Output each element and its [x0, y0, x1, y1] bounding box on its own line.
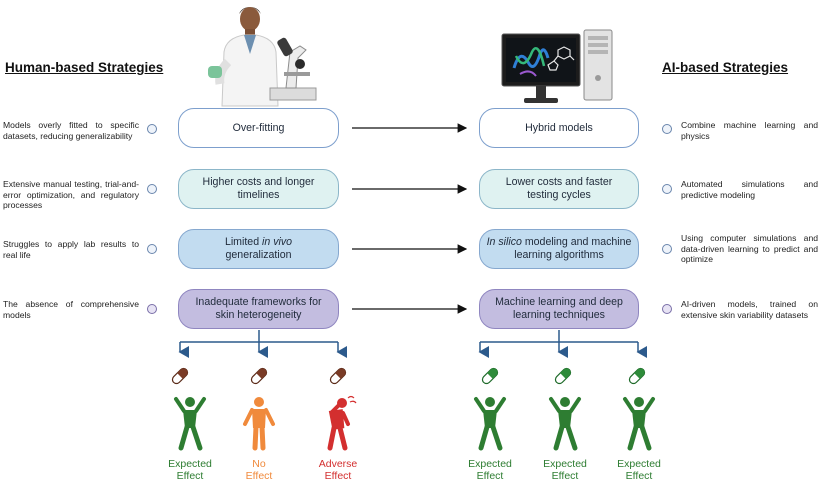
happy-person-icon — [174, 397, 206, 451]
happy-person-icon — [623, 397, 655, 451]
ai-description-3: Using computer simulations and data-driv… — [681, 233, 818, 264]
box-text: Hybrid models — [525, 121, 593, 134]
effect-label-no: No Effect — [229, 458, 289, 482]
effect-line: Adverse — [318, 458, 358, 470]
effect-line: Effect — [476, 470, 504, 482]
effect-line: Expected — [468, 458, 512, 470]
deep-learning-box: Machine learning and deep learning techn… — [479, 289, 639, 329]
lower-costs-box: Lower costs and faster testing cycles — [479, 169, 639, 209]
box-text: modeling and machine learning algorithms — [514, 236, 632, 261]
higher-costs-box: Higher costs and longer timelines — [178, 169, 339, 209]
human-description-3: Struggles to apply lab results to real l… — [3, 239, 139, 260]
box-text: Limited — [224, 236, 263, 248]
box-text: Inadequate frameworks for skin heterogen… — [195, 296, 322, 321]
effect-line: Effect — [176, 470, 204, 482]
human-description-2: Extensive manual testing, trial-and-erro… — [3, 179, 139, 210]
brown-capsule-icon — [329, 367, 347, 385]
effect-line: No — [252, 458, 266, 470]
hybrid-models-box: Hybrid models — [479, 108, 639, 148]
effect-line: Effect — [324, 470, 352, 482]
brown-capsule-icon — [171, 367, 189, 385]
effect-line: Expected — [617, 458, 661, 470]
box-text: Lower costs and faster testing cycles — [505, 176, 613, 201]
bullet-circle — [147, 124, 157, 134]
ai-strategies-heading: AI-based Strategies — [662, 60, 789, 75]
box-text: Higher costs and longer timelines — [202, 176, 315, 201]
box-text: Machine learning and deep learning techn… — [495, 296, 623, 321]
bullet-circle — [662, 244, 672, 254]
happy-person-icon — [549, 397, 581, 451]
human-description-4: The absence of comprehensive models — [3, 299, 139, 320]
box-text: generalization — [225, 249, 292, 261]
green-capsule-icon — [481, 367, 499, 385]
bullet-circle — [662, 184, 672, 194]
effect-line: Expected — [543, 458, 587, 470]
human-description-1: Models overly fitted to specific dataset… — [3, 120, 139, 141]
bullet-circle — [662, 124, 672, 134]
scientist-with-microscope-icon — [208, 7, 317, 107]
effect-label-expected: Expected Effect — [160, 458, 220, 482]
ai-description-1: Combine machine learning and physics — [681, 120, 818, 141]
neutral-person-icon — [243, 397, 275, 451]
ai-description-4: AI-driven models, trained on extensive s… — [681, 299, 818, 320]
effect-line: Effect — [551, 470, 579, 482]
green-capsule-icon — [628, 367, 646, 385]
effect-label-expected: Expected Effect — [535, 458, 595, 482]
effect-line: Effect — [625, 470, 653, 482]
right-branch-arrows — [478, 330, 647, 358]
left-branch-arrows — [178, 330, 347, 358]
sick-person-icon — [327, 395, 357, 451]
effect-line: Expected — [168, 458, 212, 470]
overfitting-box: Over-fitting — [178, 108, 339, 148]
bullet-circle — [662, 304, 672, 314]
bullet-circle — [147, 304, 157, 314]
green-capsule-icon — [554, 367, 572, 385]
happy-person-icon — [474, 397, 506, 451]
effect-label-adverse: Adverse Effect — [308, 458, 368, 482]
box-text-italic: in vivo — [262, 236, 293, 248]
effect-label-expected: Expected Effect — [609, 458, 669, 482]
ai-description-2: Automated simulations and predictive mod… — [681, 179, 818, 200]
brown-capsule-icon — [250, 367, 268, 385]
box-text: Over-fitting — [232, 121, 285, 134]
inadequate-frameworks-box: Inadequate frameworks for skin heterogen… — [178, 289, 339, 329]
human-strategies-heading: Human-based Strategies — [5, 60, 164, 75]
computer-with-molecules-icon — [501, 29, 613, 103]
effect-label-expected: Expected Effect — [460, 458, 520, 482]
box-text-italic: In silico — [486, 236, 522, 248]
effect-line: Effect — [245, 470, 273, 482]
in-silico-box: In silico modeling and machine learning … — [479, 229, 639, 269]
bullet-circle — [147, 244, 157, 254]
bullet-circle — [147, 184, 157, 194]
limited-generalization-box: Limited in vivo generalization — [178, 229, 339, 269]
